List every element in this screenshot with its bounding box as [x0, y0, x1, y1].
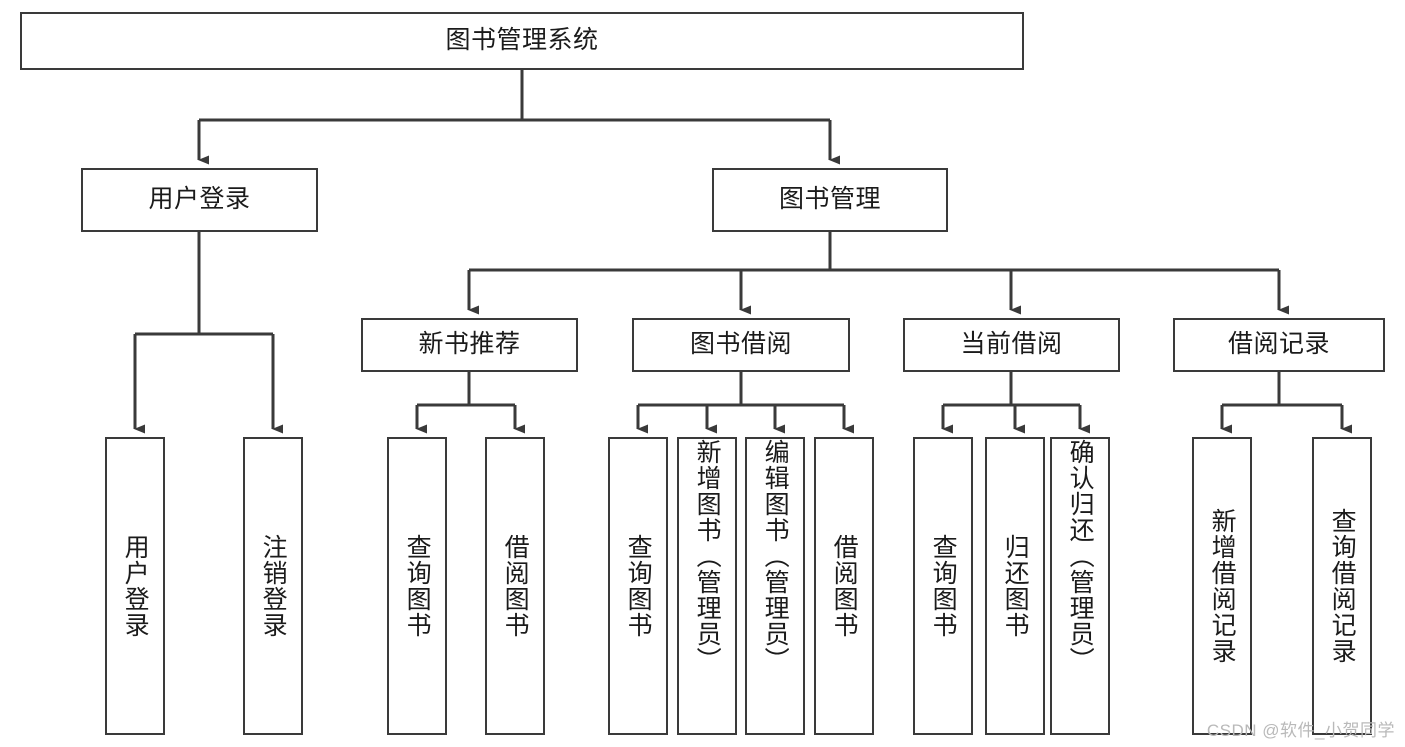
leaf-bb-borrow-book-label: 借阅图书 — [830, 534, 859, 638]
leaf-bb-add-book-admin-label: 新增图书（管理员） — [693, 439, 722, 673]
leaf-br-query-record-label: 查询借阅记录 — [1328, 508, 1357, 664]
leaf-cb-confirm-return-admin-label: 确认归还（管理员） — [1066, 439, 1095, 673]
node-root-system[interactable]: 图书管理系统 — [20, 12, 1024, 70]
leaf-cb-return-book-label: 归还图书 — [1001, 534, 1030, 638]
leaf-br-add-record-label: 新增借阅记录 — [1208, 508, 1237, 664]
leaf-bb-query-book[interactable]: 查询图书 — [608, 437, 668, 735]
leaf-logout[interactable]: 注销登录 — [243, 437, 303, 735]
node-new-book-recommend[interactable]: 新书推荐 — [361, 318, 578, 372]
leaf-cb-confirm-return-admin[interactable]: 确认归还（管理员） — [1050, 437, 1110, 735]
leaf-nbr-borrow-book-label: 借阅图书 — [501, 534, 530, 638]
leaf-br-add-record[interactable]: 新增借阅记录 — [1192, 437, 1252, 735]
leaf-nbr-query-book[interactable]: 查询图书 — [387, 437, 447, 735]
node-borrow-record[interactable]: 借阅记录 — [1173, 318, 1385, 372]
leaf-br-query-record[interactable]: 查询借阅记录 — [1312, 437, 1372, 735]
leaf-cb-query-book[interactable]: 查询图书 — [913, 437, 973, 735]
node-borrow-record-label: 借阅记录 — [1227, 330, 1330, 359]
node-book-borrow-label: 图书借阅 — [689, 330, 792, 359]
leaf-nbr-query-book-label: 查询图书 — [403, 534, 432, 638]
leaf-bb-borrow-book[interactable]: 借阅图书 — [814, 437, 874, 735]
node-book-management[interactable]: 图书管理 — [712, 168, 948, 232]
leaf-user-login-label: 用户登录 — [121, 534, 150, 638]
node-current-borrow[interactable]: 当前借阅 — [903, 318, 1120, 372]
leaf-cb-query-book-label: 查询图书 — [929, 534, 958, 638]
leaf-bb-add-book-admin[interactable]: 新增图书（管理员） — [677, 437, 737, 735]
node-book-management-label: 图书管理 — [778, 185, 881, 214]
leaf-bb-edit-book-admin-label: 编辑图书（管理员） — [761, 439, 790, 673]
node-current-borrow-label: 当前借阅 — [960, 330, 1063, 359]
leaf-logout-label: 注销登录 — [259, 534, 288, 638]
leaf-bb-edit-book-admin[interactable]: 编辑图书（管理员） — [745, 437, 805, 735]
leaf-user-login[interactable]: 用户登录 — [105, 437, 165, 735]
leaf-cb-return-book[interactable]: 归还图书 — [985, 437, 1045, 735]
node-new-book-recommend-label: 新书推荐 — [418, 330, 521, 359]
leaf-bb-query-book-label: 查询图书 — [624, 534, 653, 638]
node-user-login-label: 用户登录 — [148, 185, 251, 214]
node-root-label: 图书管理系统 — [445, 26, 599, 55]
leaf-nbr-borrow-book[interactable]: 借阅图书 — [485, 437, 545, 735]
node-book-borrow[interactable]: 图书借阅 — [632, 318, 850, 372]
node-user-login[interactable]: 用户登录 — [81, 168, 318, 232]
